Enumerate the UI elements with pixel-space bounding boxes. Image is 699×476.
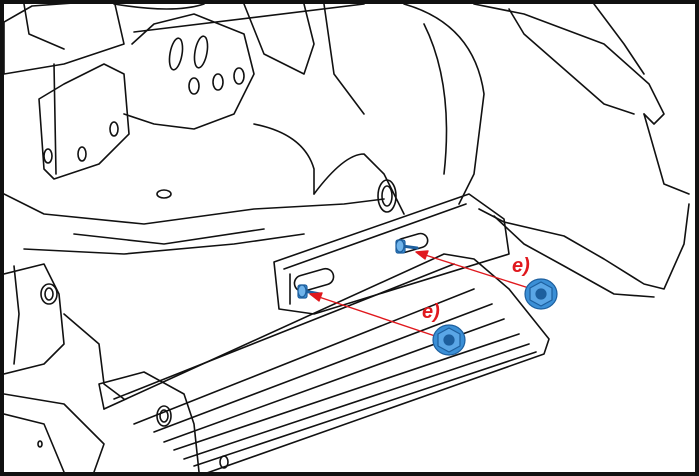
step-tread (98, 253, 550, 472)
flange-nut-icon (432, 324, 466, 356)
stud-upper (395, 239, 419, 254)
flange-nut-icon (524, 278, 558, 310)
cross-member (4, 153, 405, 255)
right-housing (403, 4, 690, 298)
callout-label-upper: e) (512, 255, 530, 277)
assembly-drawing: e) e) (4, 4, 690, 472)
callout-label-lower: e) (422, 301, 440, 323)
guide-arrows (309, 250, 533, 340)
frame-bracket (4, 4, 365, 195)
left-bracket (4, 263, 125, 472)
mounting-plate (273, 193, 510, 315)
